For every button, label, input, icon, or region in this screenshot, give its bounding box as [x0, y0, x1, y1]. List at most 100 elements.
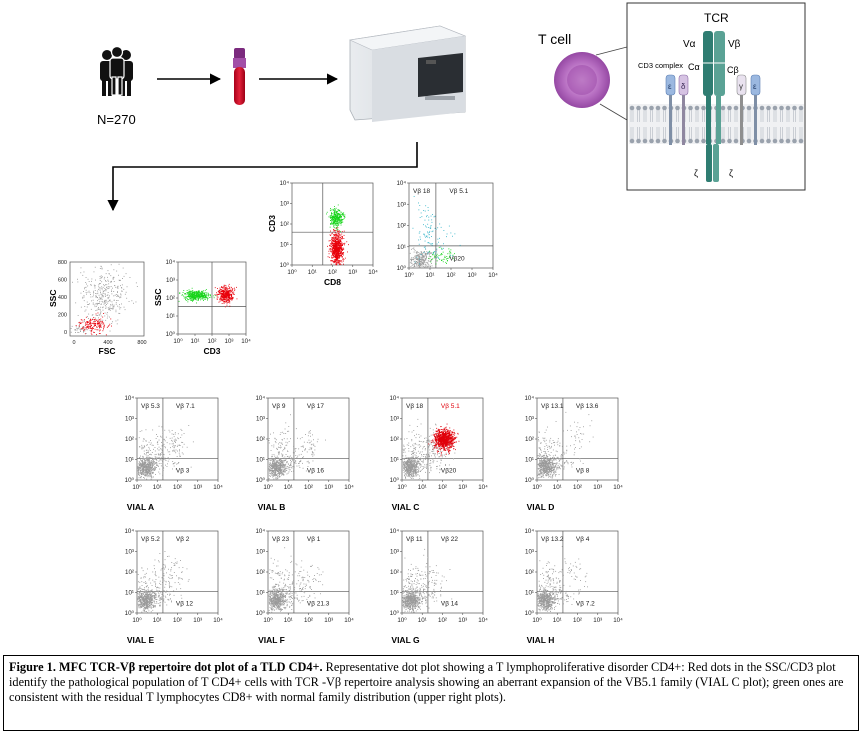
vial-title: VIAL G [391, 635, 420, 645]
x-tick-label: 10² [208, 338, 217, 345]
x-tick-label: 10² [173, 484, 182, 491]
tcr-label: TCR [704, 11, 729, 25]
x-tick-label: 10⁴ [241, 338, 251, 345]
y-tick-label: 10³ [166, 277, 175, 284]
quadrant-label-upper-left: Vβ 18 [413, 188, 430, 195]
y-tick-label: 10⁰ [256, 477, 266, 484]
y-tick-label: 10³ [256, 549, 265, 556]
y-tick-label: 10¹ [166, 313, 175, 320]
y-tick-label: 10⁴ [396, 180, 406, 187]
x-tick-label: 10⁰ [132, 484, 142, 491]
x-tick-label: 10³ [225, 338, 234, 345]
y-tick-label: 10¹ [397, 244, 406, 251]
vial-title: VIAL A [127, 502, 154, 512]
quadrant-label-upper-right: Vβ 22 [441, 536, 458, 543]
zeta-chain-2 [713, 144, 719, 182]
quadrant-label-lower-right: Vβ20 [449, 255, 465, 262]
y-tick-label: 10³ [280, 201, 289, 208]
x-tick-label: 10² [438, 617, 447, 624]
x-tick-label: 10⁴ [478, 484, 488, 491]
y-tick-label: 10⁴ [389, 528, 399, 535]
y-tick-label: 10⁴ [279, 180, 289, 187]
y-tick-label: 10⁴ [524, 395, 534, 402]
x-axis-label: FSC [99, 346, 116, 356]
y-tick-label: 10⁰ [525, 610, 535, 617]
quadrant-label-lower-right: Vβ 12 [176, 601, 193, 608]
x-tick-label: 10⁴ [488, 272, 498, 279]
y-tick-label: 0 [64, 330, 67, 336]
y-tick-label: 10² [256, 436, 265, 443]
y-tick-label: 10¹ [256, 457, 265, 464]
y-tick-label: 10¹ [525, 590, 534, 597]
y-tick-label: 10⁴ [524, 528, 534, 535]
x-tick-label: 10³ [458, 484, 467, 491]
figure-caption: Figure 1. MFC TCR-Vβ repertoire dot plot… [3, 655, 859, 731]
x-tick-label: 10⁰ [263, 617, 273, 624]
x-tick-label: 10¹ [153, 617, 162, 624]
x-tick-label: 10⁴ [213, 617, 223, 624]
y-tick-label: 10² [256, 569, 265, 576]
quadrant-label-lower-right: Vβ 14 [441, 601, 458, 608]
y-tick-label: 10⁰ [256, 610, 266, 617]
y-axis-label: SSC [153, 289, 163, 306]
x-tick-label: 10³ [193, 484, 202, 491]
y-tick-label: 200 [58, 313, 67, 319]
quadrant-label-lower-right: Vβ 16 [307, 468, 324, 475]
x-tick-label: 10¹ [308, 269, 317, 276]
x-tick-label: 10⁴ [344, 617, 354, 624]
flow-cytometer-icon [348, 25, 467, 122]
x-tick-label: 10⁰ [132, 617, 142, 624]
y-tick-label: 10⁴ [124, 395, 134, 402]
svg-text:δ: δ [681, 82, 686, 91]
quadrant-label-upper-left: Vβ 13.2 [541, 536, 564, 543]
x-tick-label: 10² [173, 617, 182, 624]
quadrant-label-upper-left: Vβ 13.1 [541, 403, 564, 410]
quadrant-label-lower-right: Vβ 21.3 [307, 601, 330, 608]
y-tick-label: 10¹ [390, 590, 399, 597]
y-tick-label: 10⁴ [389, 395, 399, 402]
y-tick-label: 10² [525, 436, 534, 443]
y-tick-label: 10⁰ [390, 477, 400, 484]
x-tick-label: 10⁴ [368, 269, 378, 276]
quadrant-label-upper-left: Vβ 11 [406, 536, 423, 543]
y-tick-label: 10⁴ [124, 528, 134, 535]
y-tick-label: 10² [280, 221, 289, 228]
x-tick-label: 10³ [468, 272, 477, 279]
t-cell-label: T cell [538, 31, 571, 47]
x-tick-label: 10³ [458, 617, 467, 624]
y-axis-label: SSC [48, 290, 58, 307]
caption-text: Representative dot plot showing a T lymp… [9, 660, 844, 704]
x-tick-label: 10² [573, 617, 582, 624]
x-tick-label: 10² [304, 484, 313, 491]
y-tick-label: 10³ [390, 416, 399, 423]
quadrant-label-upper-left: Vβ 23 [272, 536, 289, 543]
x-tick-label: 10⁰ [397, 484, 407, 491]
caption-title: Figure 1. MFC TCR-Vβ repertoire dot plot… [9, 660, 323, 674]
quadrant-label-upper-right: Vβ 17 [307, 403, 324, 410]
x-tick-label: 10² [573, 484, 582, 491]
x-tick-label: 800 [137, 340, 146, 346]
y-tick-label: 10³ [397, 201, 406, 208]
y-tick-label: 10⁰ [125, 610, 135, 617]
x-tick-label: 10⁰ [397, 617, 407, 624]
x-tick-label: 10¹ [284, 484, 293, 491]
x-tick-label: 10⁰ [287, 269, 297, 276]
x-tick-label: 10² [304, 617, 313, 624]
x-tick-label: 10¹ [553, 617, 562, 624]
x-tick-label: 10⁰ [532, 617, 542, 624]
y-tick-label: 10² [125, 569, 134, 576]
x-tick-label: 10⁴ [613, 617, 623, 624]
x-tick-label: 10¹ [418, 484, 427, 491]
y-tick-label: 10⁰ [397, 265, 407, 272]
x-tick-label: 10¹ [153, 484, 162, 491]
y-tick-label: 10² [390, 436, 399, 443]
x-tick-label: 10⁰ [173, 338, 183, 345]
y-tick-label: 10³ [256, 416, 265, 423]
